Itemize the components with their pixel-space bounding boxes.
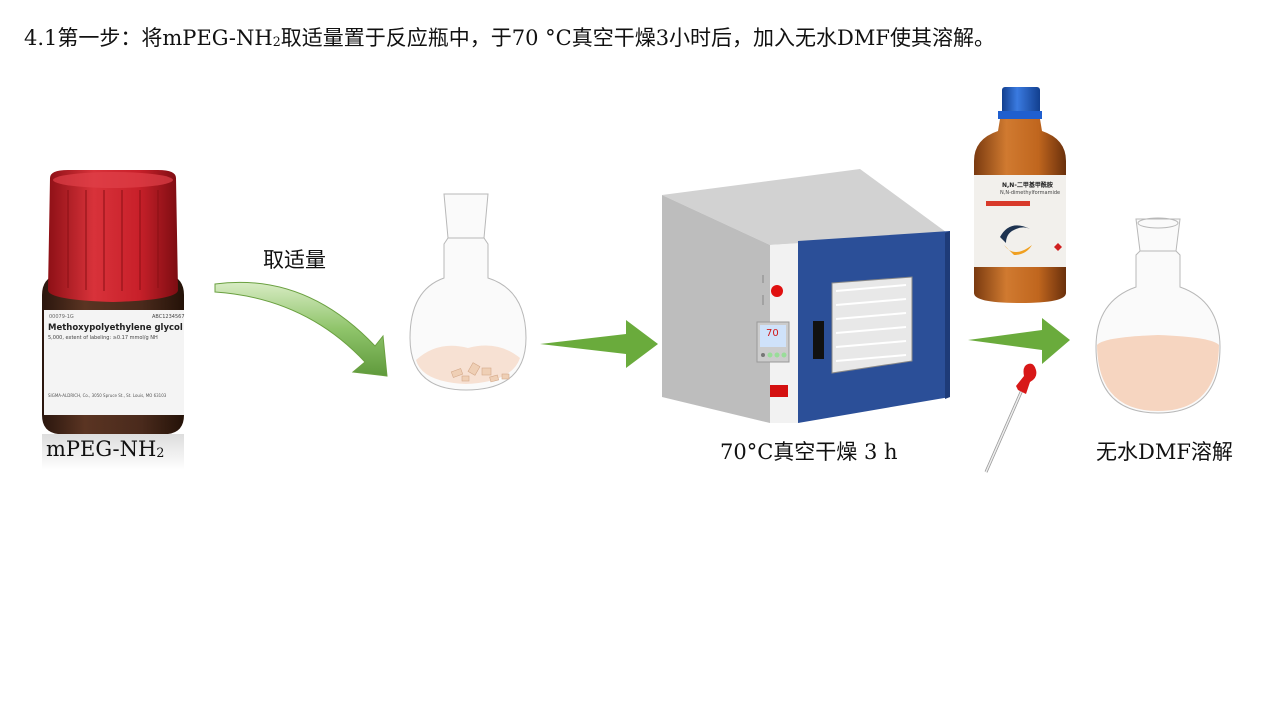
vacuum-oven — [662, 169, 950, 423]
mpeg-label-detail: 5,000, extent of labeling: ≥0.17 mmol/g … — [48, 335, 158, 341]
mpeg-label-name: Methoxypolyethylene glycol a — [48, 323, 184, 333]
round-bottom-flask-solution — [1095, 217, 1221, 414]
take-appropriate-label: 取适量 — [263, 248, 326, 272]
mpeg-label-code: 00079-1G — [49, 314, 74, 320]
flow-arrow-icon — [968, 318, 1070, 364]
oven-caption: 70°C真空干燥 3 h — [720, 440, 898, 464]
dmf-label-en: N,N-dimethylformamide — [1000, 190, 1061, 196]
curved-arrow-icon — [214, 281, 388, 377]
mpeg-label-maker: SIGMA-ALDRICH, Co., 3050 Spruce St., St.… — [48, 393, 167, 398]
step-title: 4.1第一步：将mPEG-NH2取适量置于反应瓶中，于70 °C真空干燥3小时后… — [24, 26, 995, 50]
dmf-reagent-bottle — [974, 87, 1066, 303]
mpeg-reagent-bottle — [42, 170, 184, 470]
flow-arrow-icon — [540, 320, 658, 368]
oven-display-value: 70 — [766, 328, 779, 339]
final-flask-caption: 无水DMF溶解 — [1096, 440, 1233, 464]
mpeg-caption: mPEG-NH2 — [46, 437, 165, 461]
dmf-label-cn: N,N-二甲基甲酰胺 — [1002, 182, 1053, 189]
round-bottom-flask-solid — [409, 193, 527, 391]
mpeg-label-lot: ABC1234567 — [152, 314, 185, 320]
dropper-icon — [984, 363, 1037, 473]
